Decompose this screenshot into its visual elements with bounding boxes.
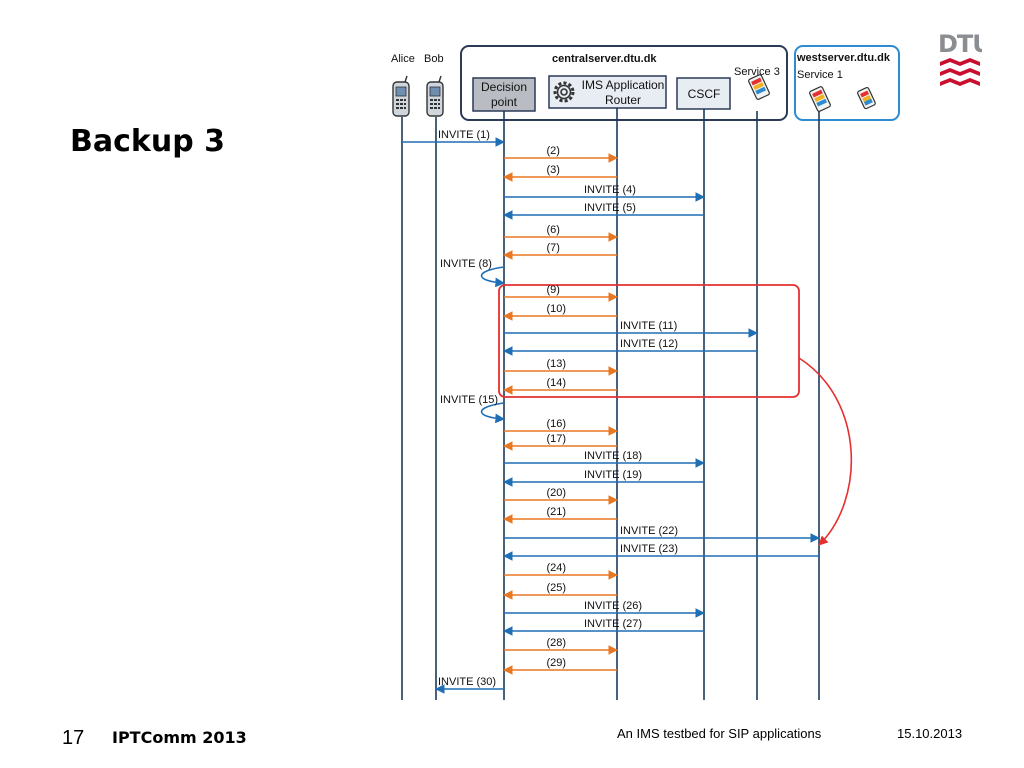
redirect-arrow <box>798 357 853 546</box>
message-label: INVITE (5) <box>584 202 636 214</box>
message-label: INVITE (12) <box>620 338 678 350</box>
message-label: (21) <box>547 506 567 518</box>
message-label: INVITE (27) <box>584 618 642 630</box>
bob-label: Bob <box>424 53 444 65</box>
message-label: INVITE (19) <box>584 469 642 481</box>
cscf-label: CSCF <box>688 87 721 101</box>
slide-date: 15.10.2013 <box>897 726 963 741</box>
message-label: INVITE (30) <box>438 676 496 688</box>
service-icon <box>809 86 831 112</box>
alice-label: Alice <box>391 53 415 65</box>
message-label: INVITE (11) <box>620 320 677 332</box>
message-label: INVITE (15) <box>440 394 498 406</box>
router-box <box>548 75 667 109</box>
phone-icon <box>426 75 444 117</box>
message-label: (29) <box>547 657 567 669</box>
message-label: INVITE (23) <box>620 543 678 555</box>
message-label: (25) <box>547 582 567 594</box>
message-label: (14) <box>547 377 567 389</box>
self-message-arrow <box>480 266 505 288</box>
service-icon <box>857 86 876 110</box>
central-server-label: centralserver.dtu.dk <box>552 53 657 65</box>
message-label: (24) <box>547 562 567 574</box>
message-label: (28) <box>547 637 567 649</box>
central-server-box <box>460 45 788 121</box>
router-label-1: IMS Application <box>582 78 665 92</box>
messages: INVITE (1) (2) (3) INVITE (4) INVITE (5) (6) (… <box>402 129 820 694</box>
phone-icon <box>392 75 410 117</box>
decision-point-label-2: point <box>491 95 518 109</box>
message-label: (17) <box>547 433 567 445</box>
service1-label: Service 1 <box>797 69 843 81</box>
logo-waves-icon <box>940 58 980 86</box>
message-label: (3) <box>547 164 560 176</box>
service-icon <box>748 74 770 100</box>
message-label: (16) <box>547 418 567 430</box>
message-label: INVITE (4) <box>584 184 636 196</box>
lifelines <box>401 108 820 700</box>
logo-text: DTU <box>938 30 982 58</box>
message-label: (20) <box>547 487 567 499</box>
cscf-box <box>676 77 731 110</box>
gear-icon <box>553 81 575 103</box>
highlight-box <box>498 284 800 398</box>
west-server-label: westserver.dtu.dk <box>796 52 891 64</box>
message-label: (2) <box>547 145 560 157</box>
message-label: (13) <box>547 358 567 370</box>
message-label: (9) <box>547 284 560 296</box>
message-label: INVITE (1) <box>438 129 490 141</box>
message-label: INVITE (26) <box>584 600 642 612</box>
message-label: (10) <box>547 303 567 315</box>
page-number: 17 <box>62 727 85 749</box>
dtu-logo: DTU <box>938 30 982 86</box>
service3-label: Service 3 <box>734 66 780 78</box>
deck-title: An IMS testbed for SIP applications <box>617 726 822 741</box>
west-server-box <box>794 45 900 121</box>
self-message-arrow <box>480 402 505 424</box>
conference-name: IPTComm 2013 <box>112 728 247 747</box>
router-label-2: Router <box>605 93 641 107</box>
message-label: INVITE (8) <box>440 258 492 270</box>
message-label: INVITE (18) <box>584 450 642 462</box>
decision-point-label-1: Decision <box>481 80 527 94</box>
message-label: INVITE (22) <box>620 525 678 537</box>
message-label: (7) <box>547 242 560 254</box>
slide-title: Backup 3 <box>70 124 225 159</box>
message-label: (6) <box>547 224 560 236</box>
